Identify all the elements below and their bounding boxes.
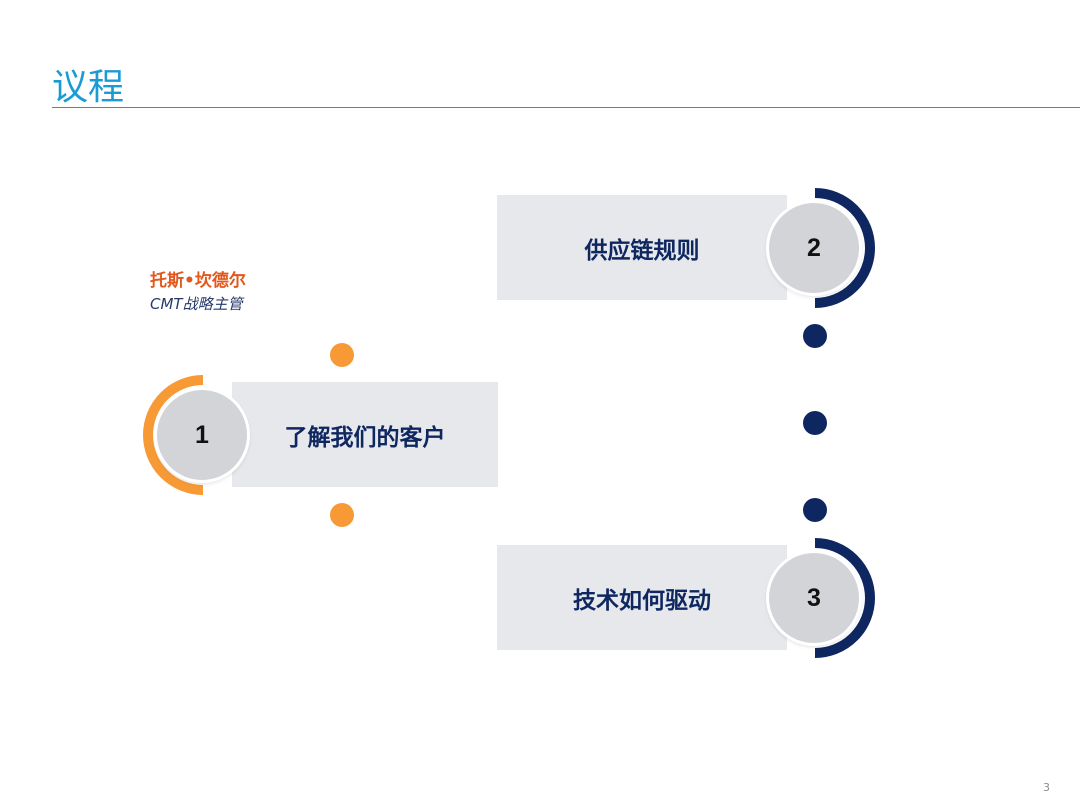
agenda-item-2-label: 供应链规则 <box>584 237 700 264</box>
speaker-name: 托斯•坎德尔 <box>150 271 246 291</box>
agenda-item-2-panel: 供应链规则 <box>497 195 787 300</box>
agenda-item-2-number: 2 <box>769 203 859 293</box>
connector-dot <box>803 411 827 435</box>
connector-dot <box>330 343 354 367</box>
connector-dot <box>803 324 827 348</box>
speaker-role: CMT战略主管 <box>150 295 243 313</box>
agenda-item-1-label: 了解我们的客户 <box>284 424 446 451</box>
agenda-item-1-panel: 了解我们的客户 <box>232 382 498 487</box>
agenda-item-3-label: 技术如何驱动 <box>573 587 711 614</box>
connector-dot <box>330 503 354 527</box>
slide-title: 议程 <box>52 67 125 108</box>
page-number: 3 <box>1043 781 1050 794</box>
title-underline <box>52 107 1080 108</box>
agenda-item-3-number: 3 <box>769 553 859 643</box>
connector-dot <box>803 498 827 522</box>
agenda-item-1-number: 1 <box>157 390 247 480</box>
agenda-item-3-panel: 技术如何驱动 <box>497 545 787 650</box>
